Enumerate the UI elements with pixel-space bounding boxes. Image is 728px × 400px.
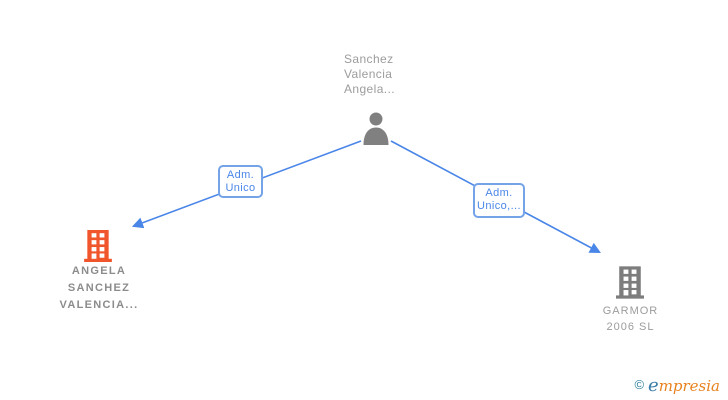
edge-label-line: Adm. (485, 187, 513, 199)
person-node-label[interactable]: Sanchez Valencia Angela... (344, 52, 444, 97)
company-node-label[interactable]: GARMOR 2006 SL (578, 303, 683, 335)
logo-brand-first-letter: e (648, 375, 659, 396)
company-node-label-main[interactable]: ANGELA SANCHEZ VALENCIA... (43, 263, 155, 314)
edge-label-adm-unico-etc: Adm. Unico,... (473, 183, 525, 218)
person-name-line: Angela... (344, 82, 395, 96)
edge-label-line: Unico,... (477, 200, 521, 212)
person-name-line: Valencia (344, 67, 393, 81)
building-icon[interactable] (616, 266, 644, 299)
person-icon[interactable] (361, 111, 391, 145)
edge-label-line: Adm. (226, 169, 255, 181)
company-name-line: ANGELA (71, 265, 127, 277)
copyright-icon: © (634, 377, 645, 392)
person-name-line: Sanchez (344, 52, 394, 66)
edge-label-line: Unico (225, 182, 256, 194)
company-name-line: 2006 SL (606, 321, 655, 333)
building-icon-highlighted[interactable] (84, 230, 112, 262)
empresia-logo[interactable]: ©empresia (634, 375, 720, 396)
company-name-line: GARMOR (602, 305, 659, 317)
logo-brand-rest: mpresia (658, 377, 720, 395)
company-name-line: SANCHEZ (67, 282, 131, 294)
edge-label-adm-unico: Adm. Unico (218, 165, 263, 198)
company-name-line: VALENCIA... (59, 299, 139, 311)
